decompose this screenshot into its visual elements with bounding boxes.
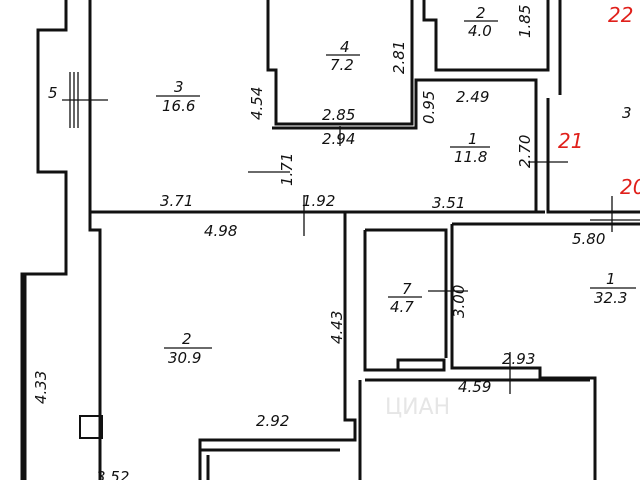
dimension-label: 4.43 — [328, 311, 346, 344]
room-labels: 2 4.0 4 7.2 3 16.6 5 1 11.8 2 30.9 7 4.7… — [48, 4, 636, 367]
unit-marker: 20 — [620, 175, 640, 199]
dimension-label: 1.92 — [302, 192, 335, 210]
room-number: 2 — [476, 4, 486, 22]
room-number: 3 — [174, 78, 184, 96]
dimension-label: 4.33 — [32, 371, 50, 404]
room-area: 4.7 — [390, 298, 414, 316]
dimension-label: 2.92 — [256, 412, 289, 430]
walls — [20, 0, 640, 480]
room-area: 7.2 — [330, 56, 354, 74]
room-number: 1 — [468, 130, 478, 148]
room-number: 4 — [340, 38, 350, 56]
dimension-label: 0.95 — [420, 91, 438, 124]
dimension-label: 3.52 — [96, 468, 129, 480]
room-area: 11.8 — [454, 148, 487, 166]
room-area: 4.0 — [468, 22, 492, 40]
dimension-label: 3.00 — [450, 285, 468, 318]
room-number: 2 — [182, 330, 192, 348]
dimension-label: 2.70 — [516, 135, 534, 168]
unit-marker: 22 — [608, 3, 633, 27]
room-number: 7 — [402, 280, 412, 298]
room-area: 16.6 — [162, 97, 195, 115]
dimension-label: 2.49 — [456, 88, 489, 106]
dimension-label: 2.94 — [322, 130, 355, 148]
column — [79, 415, 103, 439]
dimension-label: 4.59 — [458, 378, 491, 396]
dimension-label: 1.71 — [278, 153, 296, 186]
room-area: 32.3 — [594, 289, 627, 307]
dimension-label: 1.85 — [516, 5, 534, 38]
room-area: 30.9 — [168, 349, 201, 367]
dimension-label: 3.51 — [432, 194, 465, 212]
dimension-label: 2.85 — [322, 106, 355, 124]
unit-marker: 21 — [558, 129, 583, 153]
dimension-label: 4.98 — [204, 222, 237, 240]
dimension-label: 3.71 — [160, 192, 193, 210]
details — [62, 72, 640, 439]
unit-markers: 22 21 20 — [558, 3, 640, 199]
dimension-label: 2.93 — [502, 350, 535, 368]
dimension-label: 5.80 — [572, 230, 605, 248]
room-number: 3 — [622, 104, 632, 122]
room-number: 1 — [606, 270, 616, 288]
dimension-label: 4.54 — [248, 87, 266, 120]
watermark: ЦИАН — [385, 395, 450, 420]
room-number: 5 — [48, 84, 58, 102]
dimension-label: 2.81 — [390, 41, 408, 74]
dimension-labels: 1.85 2.81 4.54 2.49 0.95 2.85 2.94 2.70 … — [32, 5, 605, 480]
